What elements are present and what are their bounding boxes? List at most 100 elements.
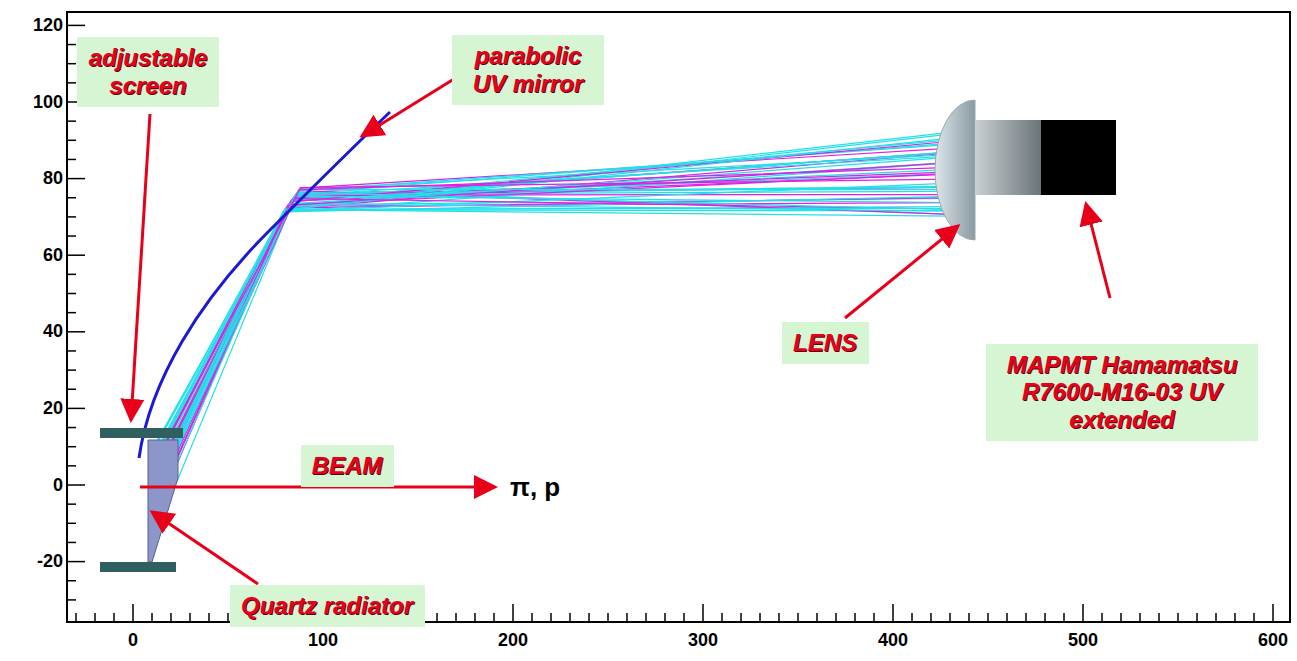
light-rays [151,132,952,489]
axis-tick-label: 600 [1258,630,1288,651]
tick-mark [683,613,685,622]
tick-mark [67,312,76,314]
tick-mark [816,613,818,622]
axis-tick-label: 40 [43,321,63,342]
tick-mark [151,613,153,622]
axis-tick-label: 0 [53,475,63,496]
light-ray [168,152,952,448]
tick-mark [1177,613,1179,622]
tick-mark [626,613,628,622]
tick-mark [75,613,77,622]
light-ray [163,167,952,488]
callout-text: parabolic UV mirror [463,42,593,97]
tick-mark [67,159,76,161]
light-ray [162,199,952,462]
light-ray [163,196,952,463]
tick-mark [67,542,76,544]
light-ray [153,148,952,465]
screen-lower [100,562,176,572]
tick-mark [854,613,856,622]
axis-tick-label: 0 [128,630,138,651]
tick-mark [1082,604,1084,622]
tick-mark [949,613,951,622]
tick-mark [1253,613,1255,622]
light-ray [176,186,952,483]
screen-upper [100,428,183,438]
mapmt [1041,120,1116,195]
tick-mark [67,25,85,27]
tick-mark [1006,613,1008,622]
tick-mark [94,613,96,622]
light-ray [165,208,952,464]
tick-mark [67,140,76,142]
tick-mark [911,613,913,622]
tick-mark [67,446,76,448]
light-ray [167,187,952,463]
tick-mark [987,613,989,622]
callout-text: adjustable screen [88,44,208,99]
tick-mark [189,613,191,622]
tick-mark [67,44,76,46]
axis-tick-label: -20 [37,551,63,572]
tick-mark [132,604,134,622]
light-ray [167,198,952,463]
tick-mark [1158,613,1160,622]
tick-mark [67,503,76,505]
tick-mark [531,613,533,622]
callout-box: Quartz radiator [230,585,425,627]
tick-mark [778,613,780,622]
axis-tick-label: 60 [43,245,63,266]
callout-box: parabolic UV mirror [452,35,604,105]
tick-mark [493,613,495,622]
light-guide [975,120,1041,195]
leader-screen [131,114,150,420]
callout-box: adjustable screen [77,37,219,107]
axis-ticks [67,25,1273,622]
tick-mark [1196,613,1198,622]
tick-mark [1215,613,1217,622]
tick-mark [607,613,609,622]
light-ray [165,198,952,460]
tick-mark [67,178,85,180]
tick-mark [67,254,85,256]
tick-mark [67,274,76,276]
light-ray [160,210,952,461]
tick-mark [1120,613,1122,622]
leader-radiator [152,512,258,584]
tick-mark [67,408,85,410]
tick-mark [67,293,76,295]
tick-mark [67,331,85,333]
callout-text: Quartz radiator [241,592,413,620]
tick-mark [455,613,457,622]
tick-mark [759,613,761,622]
leader-mirror [362,74,462,136]
tick-mark [550,613,552,622]
parabolic-mirror [139,112,390,458]
callout-text: MAPMT Hamamatsu R7600-M16-03 UV extended [997,351,1247,434]
tick-mark [588,613,590,622]
tick-mark [67,523,76,525]
leader-mapmt [1086,204,1110,298]
tick-mark [113,613,115,622]
axis-tick-label: 120 [33,15,63,36]
light-ray [165,144,952,482]
tick-mark [67,216,76,218]
tick-mark [67,427,76,429]
light-ray [163,204,952,479]
tick-mark [67,465,76,467]
callout-box: MAPMT Hamamatsu R7600-M16-03 UV extended [986,344,1258,441]
tick-mark [797,613,799,622]
tick-mark [1025,613,1027,622]
tick-mark [645,613,647,622]
tick-mark [474,613,476,622]
tick-mark [930,613,932,622]
tick-mark [67,561,85,563]
axis-tick-label: 300 [688,630,718,651]
tick-mark [1234,613,1236,622]
tick-mark [67,484,85,486]
light-ray [164,192,952,476]
axis-tick-label: 100 [33,92,63,113]
tick-mark [67,235,76,237]
tick-mark [835,613,837,622]
axis-tick-label: 80 [43,168,63,189]
